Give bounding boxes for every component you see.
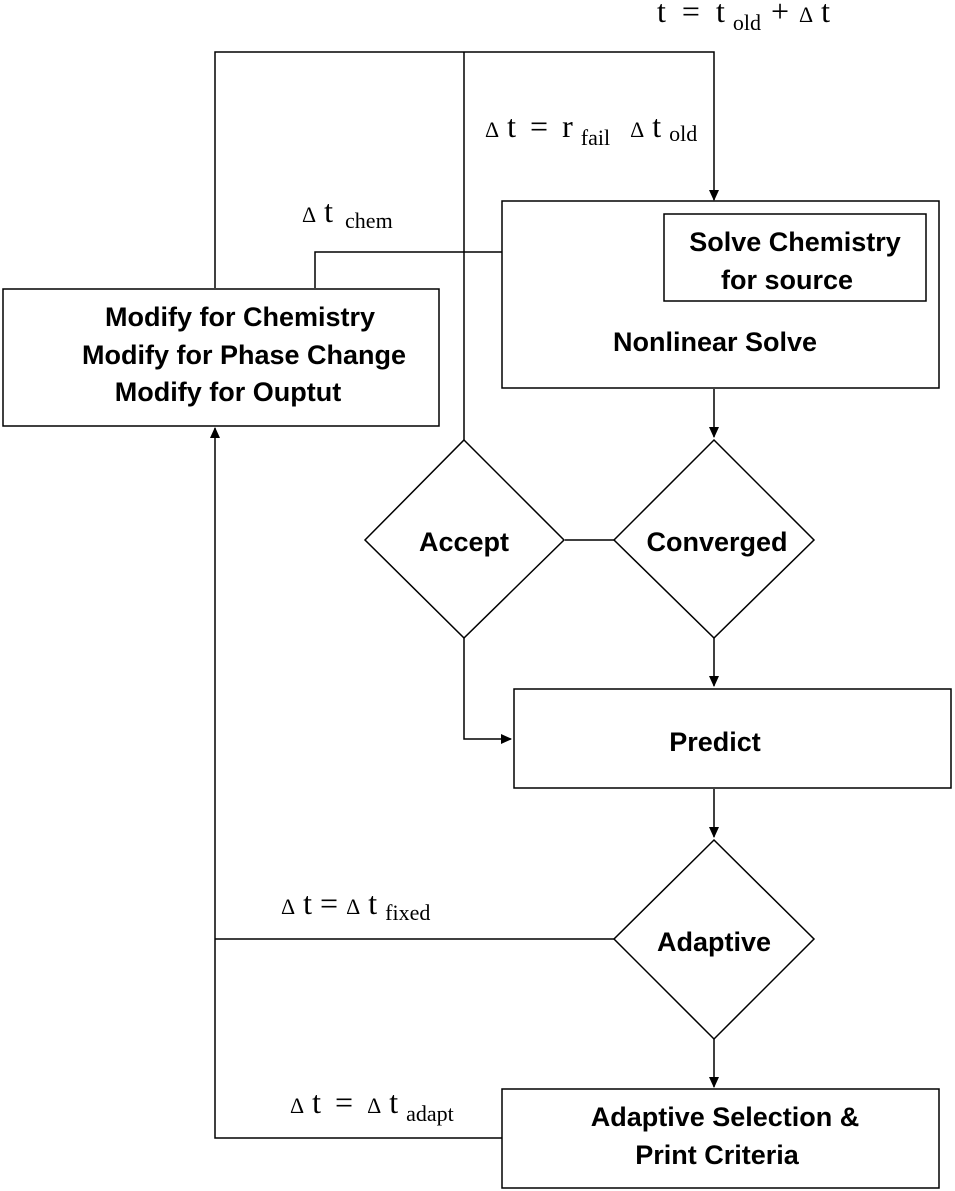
label-fail: Δ t = r fail Δ t old	[485, 108, 697, 152]
adapt-eq: =	[335, 1084, 353, 1120]
chem-var: t	[324, 193, 333, 229]
adaptive-diamond	[612, 838, 816, 1041]
arrow-accept-to-predict	[463, 638, 512, 744]
modify-box	[2, 288, 440, 427]
solve-chemistry-line1: Solve Chemistry	[689, 227, 901, 257]
fail-var2: t	[652, 108, 661, 144]
adapt-var: t	[312, 1084, 321, 1120]
predict-box	[513, 688, 952, 789]
solve-chemistry-line2: for source	[721, 265, 853, 295]
fail-sub2: old	[669, 121, 697, 146]
time-update-sub: old	[733, 10, 761, 35]
time-update-var: t	[716, 0, 725, 29]
label-time-update: t = t old + Δ t	[657, 0, 830, 37]
fixed-sub: fixed	[385, 900, 430, 925]
fail-var: t	[507, 108, 516, 144]
chem-delta: Δ	[302, 202, 316, 227]
fixed-delta2: Δ	[346, 894, 360, 919]
chem-sub: chem	[345, 208, 393, 233]
time-update-lhs: t	[657, 0, 666, 29]
modify-line2: Modify for Phase Change	[82, 340, 406, 370]
time-update-plus: +	[771, 0, 789, 29]
adapt-var2: t	[389, 1084, 398, 1120]
nonlinear-solve-label: Nonlinear Solve	[613, 327, 817, 357]
fixed-var: t	[303, 885, 312, 921]
adaptive-selection-line1: Adaptive Selection &	[591, 1102, 860, 1132]
label-adapt: Δ t = Δ t adapt	[290, 1084, 454, 1126]
time-update-var2: t	[821, 0, 830, 29]
label-chem: Δ t chem	[302, 193, 393, 233]
fail-r-sub: fail	[581, 125, 610, 150]
adaptive-label: Adaptive	[657, 927, 771, 957]
adapt-delta2: Δ	[367, 1093, 381, 1118]
adapt-sub: adapt	[406, 1101, 454, 1126]
fixed-delta: Δ	[281, 894, 295, 919]
fail-delta: Δ	[485, 117, 499, 142]
accept-diamond	[363, 438, 566, 640]
time-update-eq: =	[682, 0, 700, 29]
modify-line1: Modify for Chemistry	[105, 302, 375, 332]
adaptive-selection-box	[501, 1088, 940, 1189]
adapt-delta: Δ	[290, 1093, 304, 1118]
time-update-delta: Δ	[799, 2, 813, 27]
converged-diamond	[612, 438, 816, 640]
solve-chemistry-box	[663, 213, 927, 302]
adaptive-selection-line2: Print Criteria	[635, 1140, 800, 1170]
label-fixed: Δ t = Δ t fixed	[281, 885, 430, 925]
predict-label: Predict	[669, 727, 761, 757]
fixed-var2: t	[368, 885, 377, 921]
converged-label: Converged	[646, 527, 787, 557]
fail-delta2: Δ	[630, 117, 644, 142]
fail-r: r	[562, 108, 573, 144]
accept-label: Accept	[419, 527, 509, 557]
fixed-eq: =	[320, 885, 338, 921]
link-selection-adapt	[210, 427, 502, 1139]
modify-line3: Modify for Ouptut	[115, 377, 341, 407]
fail-eq: =	[530, 108, 548, 144]
